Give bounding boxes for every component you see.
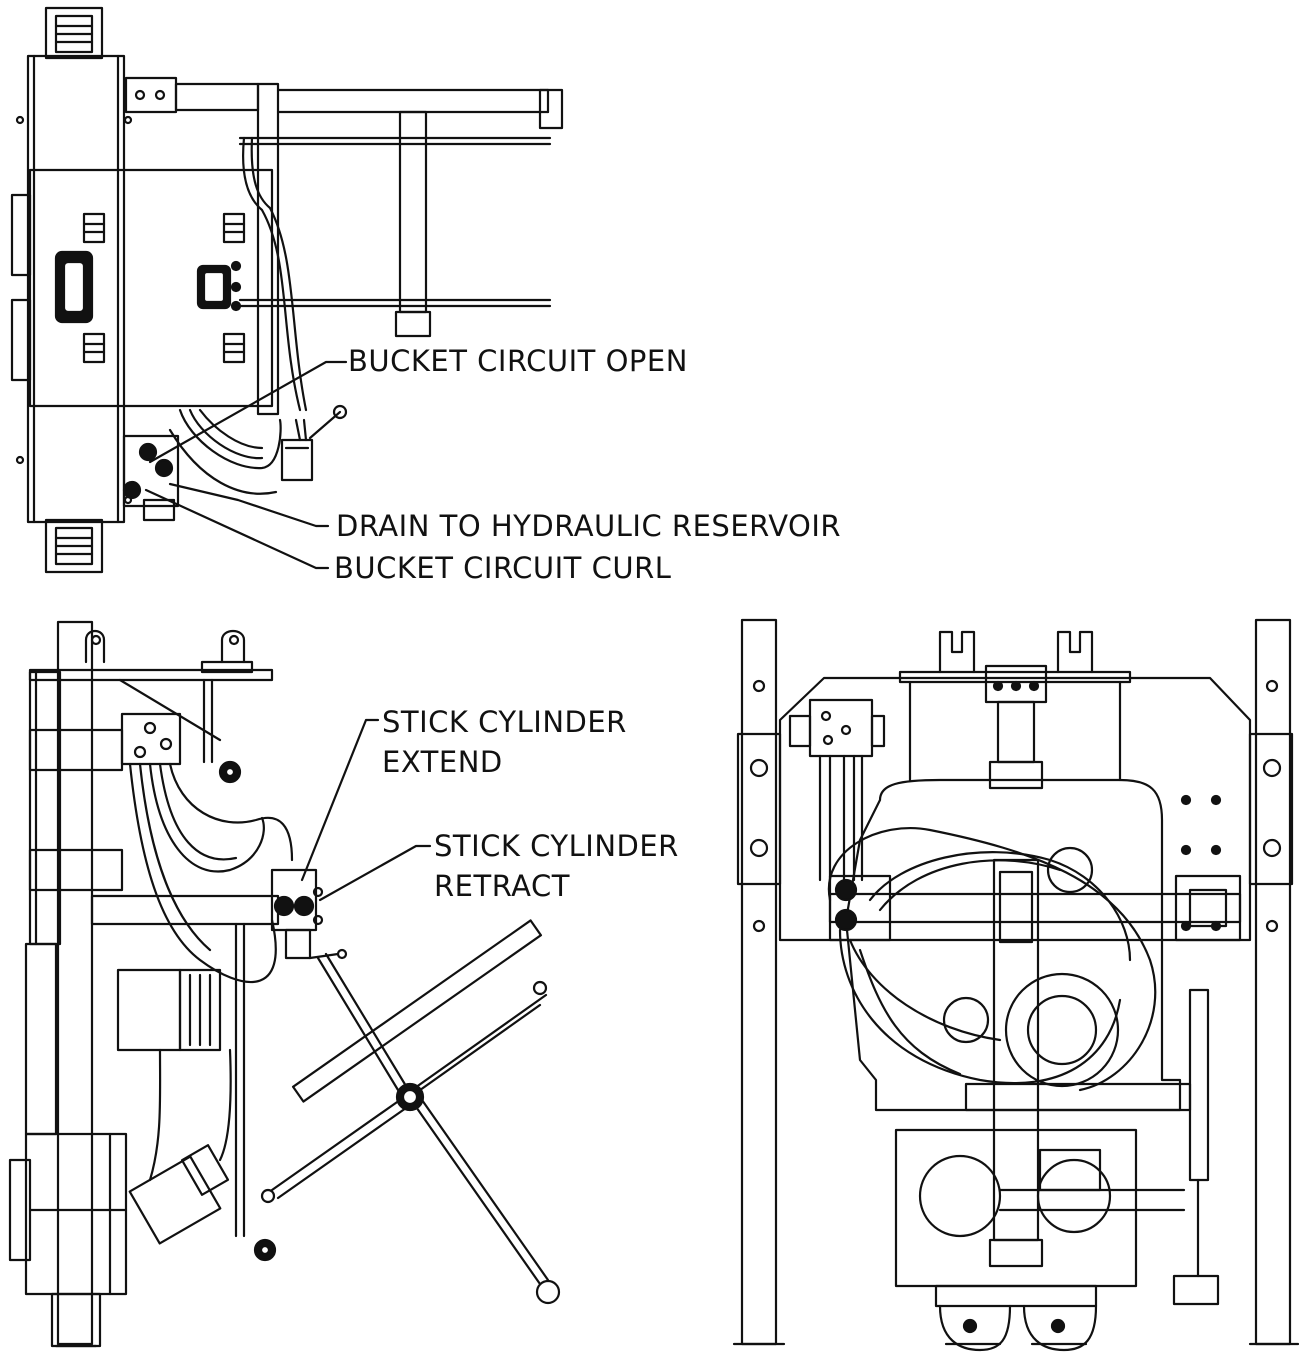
callout-stick-extend-line1: STICK CYLINDER [382,705,627,739]
callout-stick-retract-line1: STICK CYLINDER [434,829,679,863]
callout-stick-extend-line2: EXTEND [382,745,503,779]
side-view [10,622,559,1346]
callout-drain-to-reservoir: DRAIN TO HYDRAULIC RESERVOIR [336,509,842,543]
front-view [734,620,1298,1350]
top-view [12,8,562,572]
callout-stick-retract-line2: RETRACT [434,869,570,903]
callout-bucket-circuit-curl: BUCKET CIRCUIT CURL [334,551,672,585]
callout-bucket-circuit-open: BUCKET CIRCUIT OPEN [348,344,688,378]
